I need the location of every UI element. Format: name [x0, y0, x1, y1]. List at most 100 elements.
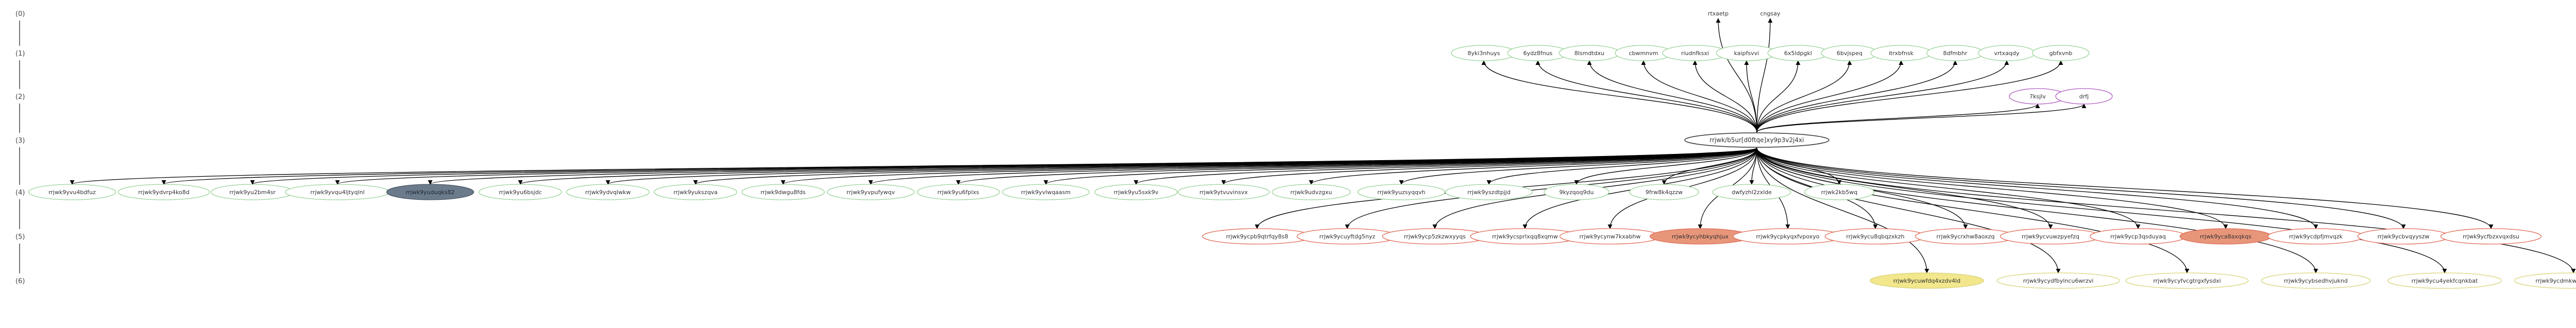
- graph-node[interactable]: 8lsmdtdxu: [1558, 45, 1620, 61]
- graph-node[interactable]: rrjwk9ydvrp4ko8d: [117, 184, 210, 200]
- node-label: 6x5ldpgkl: [1784, 50, 1812, 57]
- graph-node[interactable]: rrjwk9yuzsyqqvh: [1357, 184, 1446, 200]
- graph-node[interactable]: rrjwk9ytvuvinsvx: [1177, 184, 1270, 200]
- graph-node[interactable]: rrjwk9yvlwqaasm: [1002, 184, 1090, 200]
- graph-node[interactable]: cngsay: [1755, 6, 1786, 21]
- graph-node[interactable]: 6bvjspeq: [1821, 45, 1878, 61]
- graph-node[interactable]: rrjwk9ycdpfjmvqzk: [2267, 228, 2364, 245]
- graph-node[interactable]: rrjwk9ycpkyqxfvpoxyo: [1733, 228, 1843, 245]
- node-label: rrjwk9ycrxhw8aoxzq: [1937, 233, 1995, 240]
- graph-node[interactable]: cbwmnvm: [1615, 45, 1672, 61]
- node-shape: [1177, 184, 1270, 200]
- graph-node[interactable]: rrjwk9ycdmkwxp9bvdrkvw: [2514, 272, 2576, 289]
- graph-node[interactable]: rrjwk2kb5wq: [1804, 184, 1874, 200]
- graph-node[interactable]: 8yki3nhuys: [1451, 45, 1517, 61]
- edge: [1756, 147, 2141, 229]
- graph-node[interactable]: 6ydz8fnus: [1507, 45, 1569, 61]
- node-label: dwfyzhl2zxlde: [1732, 189, 1772, 196]
- graph-node[interactable]: rrjwk9ycybsedhvjuknd: [2261, 272, 2371, 289]
- level-label: (6): [15, 278, 25, 285]
- graph-node[interactable]: rrjwk9ycu4yekfcqnkbat: [2387, 272, 2502, 289]
- edge: [1756, 147, 2318, 229]
- node-label: rrjwk9ycuyftdg5nyz: [1319, 233, 1376, 240]
- node-label: 8lsmdtdxu: [1574, 50, 1604, 57]
- edge: [868, 147, 1757, 185]
- level-label: (1): [15, 50, 25, 58]
- graph-node[interactable]: rrjwk9ycp5zkzwxyyqs: [1382, 228, 1488, 245]
- graph-node[interactable]: rrjwk9yvpufywqv: [826, 184, 915, 200]
- node-label: rrjwk9udvzgxu: [1291, 189, 1332, 196]
- graph-node[interactable]: 6x5ldpgkl: [1767, 45, 1829, 61]
- edge: [1481, 60, 1757, 133]
- edge: [1756, 18, 1773, 133]
- graph-node[interactable]: 9kyzqoq9du: [1544, 184, 1609, 200]
- node-label: rrjwk9ycu4yekfcqnkbat: [2412, 278, 2478, 284]
- edge: [1756, 147, 2576, 273]
- graph-node[interactable]: rrjwk9yuduqks82: [386, 184, 474, 200]
- graph-node[interactable]: kaipfsvvi: [1716, 45, 1777, 61]
- graph-node[interactable]: vrtxaqdy: [1978, 45, 2036, 61]
- node-label: vrtxaqdy: [1994, 50, 2020, 57]
- graph-node[interactable]: rrjwk9yvu4bdfuz: [28, 184, 116, 200]
- graph-node[interactable]: rrjwk9yu6fplxs: [917, 184, 1000, 200]
- level-label: (5): [15, 233, 25, 241]
- graph-node[interactable]: rrjwk9yca8axqkqs: [2179, 228, 2272, 245]
- graph-node[interactable]: rrjwk9ycbvqyyszw: [2357, 228, 2450, 245]
- graph-node[interactable]: rrjwk9ycuyftdg5nyz: [1296, 228, 1398, 245]
- edge: [1756, 147, 2406, 229]
- edge: [1692, 60, 1757, 133]
- node-label: drfj: [2079, 93, 2089, 100]
- edge: [1756, 147, 2494, 229]
- root-node[interactable]: rrjwk/b5ur[d0ftqe]xy9p3v2j4xi: [1684, 132, 1829, 148]
- graph-node[interactable]: rrjwk9ydvqlwkw: [566, 184, 650, 200]
- node-label: rrjwk9ycbvqyyszw: [2378, 233, 2430, 240]
- graph-node[interactable]: rrjwk9yu5sxk9v: [1094, 184, 1178, 200]
- edge: [1756, 147, 2061, 273]
- graph-node[interactable]: rrjwk9ycrxhw8aoxzq: [1914, 228, 2016, 245]
- node-shape: [917, 184, 1000, 200]
- graph-node[interactable]: rrjwk9udvzgxu: [1272, 184, 1351, 200]
- graph-node[interactable]: 8dfmbhr: [1926, 45, 1984, 61]
- graph-node[interactable]: rrjwk9yu2bm4sr: [211, 184, 294, 200]
- graph-node[interactable]: drfj: [2055, 88, 2113, 105]
- graph-node[interactable]: rrjwk9ycfbzxvqxdsu: [2440, 228, 2542, 245]
- node-shape: [1996, 272, 2120, 289]
- node-shape: [2055, 88, 2113, 105]
- node-label: rrjwk/b5ur[d0ftqe]xy9p3v2j4xi: [1709, 136, 1804, 144]
- graph-node[interactable]: rrjwk9yu6bsjdc: [479, 184, 562, 200]
- edge: [693, 147, 1757, 185]
- graph-node[interactable]: rtxaetp: [1703, 6, 1734, 21]
- node-label: rrjwk9ytvuvinsvx: [1199, 189, 1248, 196]
- node-label: rrjwk9ycp3qsduyaq: [2110, 233, 2166, 240]
- graph-node[interactable]: gbfxvnb: [2032, 45, 2090, 61]
- graph-node[interactable]: rrjwk9yukszqva: [654, 184, 737, 200]
- node-label: gbfxvnb: [2049, 50, 2073, 57]
- graph-node[interactable]: rrjwk9yvqu4ljtyqlnl: [284, 184, 391, 200]
- graph-node[interactable]: rrjwk9ycsprlxqq8xqmw: [1470, 228, 1580, 245]
- graph-node[interactable]: rrjwk9yszdtpjjd: [1445, 184, 1533, 200]
- graph-node[interactable]: rrjwk9ycuwfdq4xzdv4ld: [1870, 272, 1984, 289]
- graph-node[interactable]: rrjwk9ycu8qbqzxkzh: [1824, 228, 1926, 245]
- graph-node[interactable]: rrjwk9ycvuwzpyefzq: [1999, 228, 2102, 245]
- edge: [1756, 147, 2447, 273]
- edge: [1716, 18, 1757, 133]
- graph-node[interactable]: rrjwk9ycyfvcgtrgxfysdxi: [2125, 272, 2249, 289]
- edge: [1756, 147, 2318, 273]
- node-shape: [1684, 132, 1829, 148]
- edge: [1756, 60, 1958, 133]
- node-label: kaipfsvvi: [1734, 50, 1759, 57]
- node-shape: [1272, 184, 1351, 200]
- node-shape: [117, 184, 210, 200]
- node-label: rrjwk9ydvrp4ko8d: [138, 189, 189, 196]
- graph-node[interactable]: rrjwk9ycydfbylncu6wrzvi: [1996, 272, 2120, 289]
- graph-node[interactable]: 9frw8k4qzzw: [1629, 184, 1699, 200]
- graph-node[interactable]: rrjwk9ycpb9qtrfqy8s8: [1202, 228, 1312, 245]
- graph-node[interactable]: rrjwk9dwgu8fds: [741, 184, 825, 200]
- graph-node[interactable]: rrjwk9ycyhbkyqhjux: [1649, 228, 1751, 245]
- graph-node[interactable]: rrjwk9ycp3qsduyaq: [2090, 228, 2187, 245]
- node-label: rrjwk9yukszqva: [673, 189, 718, 196]
- graph-node[interactable]: riudnfksxi: [1662, 45, 1728, 61]
- graph-node[interactable]: rrjwk9ycynw7kxabhw: [1559, 228, 1661, 245]
- graph-node[interactable]: dwfyzhl2zxlde: [1712, 184, 1791, 200]
- graph-node[interactable]: itrxbfnsk: [1870, 45, 1932, 61]
